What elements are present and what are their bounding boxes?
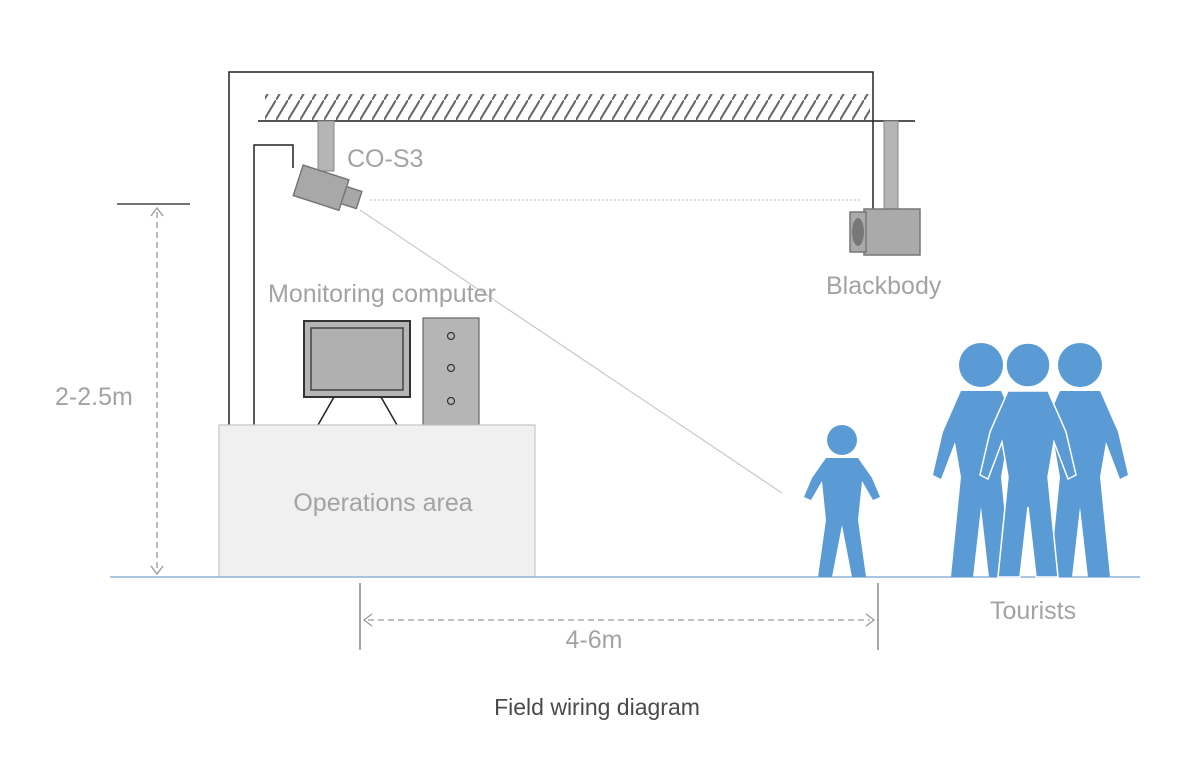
diagram-caption: Field wiring diagram (494, 694, 700, 720)
camera-label: CO-S3 (347, 145, 423, 173)
operations-area (218, 424, 536, 578)
distance-label: 4-6m (566, 626, 623, 654)
distance-dimension (359, 583, 879, 650)
computer-tower (422, 317, 480, 426)
height-dimension (117, 203, 190, 576)
blackbody-device (849, 120, 921, 256)
ceiling (258, 94, 915, 122)
sight-lines (359, 199, 862, 494)
tourists-label: Tourists (990, 597, 1076, 625)
monitor (303, 320, 411, 426)
tourist-child (804, 425, 880, 577)
camera-device (292, 120, 363, 212)
wiring-cables (228, 71, 874, 425)
height-label: 2-2.5m (55, 383, 133, 411)
operations-label: Operations area (293, 489, 472, 517)
computer-label: Monitoring computer (268, 280, 496, 308)
blackbody-label: Blackbody (826, 272, 942, 300)
